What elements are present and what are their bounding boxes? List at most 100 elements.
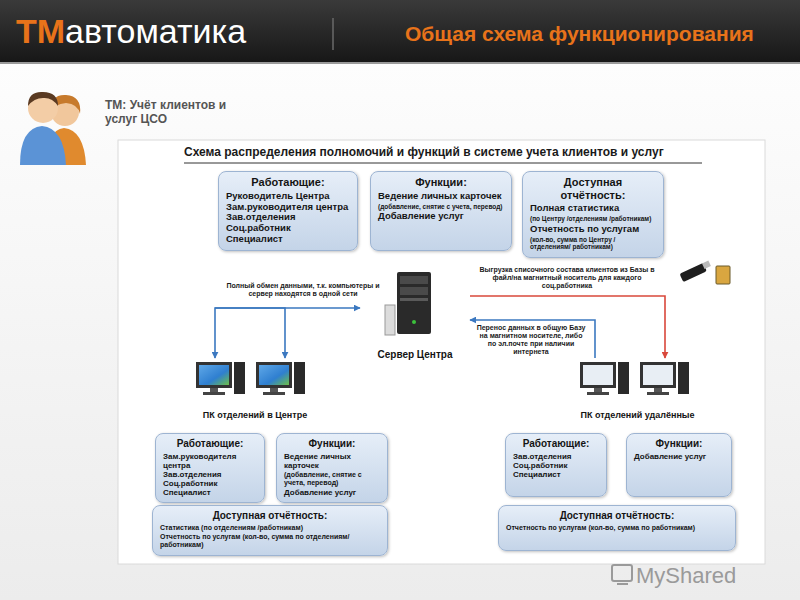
box-text: Зав.отделения	[513, 452, 599, 461]
pc-icons-remote	[618, 362, 629, 394]
box-text: Зам.руководителя центра	[226, 202, 350, 213]
reports-box: Доступная отчётность: Отчетность по услуг…	[498, 505, 736, 551]
header-bar	[0, 0, 800, 62]
content-panel	[184, 163, 702, 164]
logo-text: автоматика	[65, 12, 246, 51]
functions-box: Функции: Ведение личных карточек(добавлен…	[370, 171, 512, 251]
box-text: Статистика (по отделениям /работникам)	[160, 524, 380, 532]
box-heading: Работающие:	[163, 438, 257, 450]
pc-icons-center	[259, 365, 289, 385]
usb-stick	[680, 261, 730, 284]
box-text: ПК отделений в Центре	[203, 410, 307, 420]
box-text: Добавление услуг	[284, 488, 380, 497]
connector	[470, 296, 665, 358]
pc-icons-remote	[678, 362, 689, 394]
box-text: (кол-во, сумма по Центру /отделениям/ ра…	[530, 236, 656, 251]
functions-box: Функции:Добавление услуг	[626, 433, 732, 497]
box-heading: Функции:	[634, 438, 724, 450]
connector	[215, 308, 360, 358]
connector-label: Выгрузка списочного состава клиентов из …	[476, 266, 658, 290]
pc-icons-center	[203, 392, 225, 395]
pc-icons-remote	[580, 362, 689, 395]
pc-icons-center	[234, 362, 245, 394]
pc-icons-remote	[654, 388, 662, 392]
roles-box: Работающие: Руководитель ЦентраЗам.руково…	[218, 171, 358, 251]
people-icon	[20, 126, 66, 165]
pc-icons-remote	[643, 365, 673, 385]
box-text: Зав.отделения	[163, 470, 257, 479]
roles-box: Работающие: Зам.руководителя центраЗав.от…	[155, 433, 265, 503]
pc-icons-center	[196, 362, 232, 388]
box-heading: Работающие:	[513, 438, 599, 450]
pc-icons-center	[270, 388, 278, 392]
pc-icons-center	[263, 392, 285, 395]
box-text: (добавление, снятие с учета, перевод)	[284, 471, 380, 487]
box-text: Отчетность по услугам (кол-во, сумма по …	[160, 533, 380, 549]
box-text: Отчетность по услугам	[530, 224, 656, 235]
people-icon	[28, 92, 58, 106]
functions-box: Функции:Ведение личных карточек(добавлен…	[276, 433, 388, 503]
box-text: Сервер Центра	[378, 349, 453, 361]
box-text: (добавление, снятие с учета, перевод)	[378, 203, 504, 210]
pc-icons-remote	[594, 388, 602, 392]
server-icon	[400, 287, 428, 295]
box-text: (по Центру /отделениям /работникам)	[530, 215, 656, 222]
box-heading: Функции:	[378, 176, 504, 189]
header-bar	[0, 62, 800, 64]
roles-box: Работающие:Зав.отделенияСоц.работникСпец…	[505, 433, 607, 497]
usb-stick	[716, 266, 730, 284]
pc-icons-remote	[587, 392, 609, 395]
connector-branch	[215, 308, 285, 358]
content-panel	[118, 140, 765, 564]
box-text: Добавление услуг	[378, 211, 504, 222]
pc-group: ПК отделений удалённые	[565, 358, 710, 420]
box-text: ПК отделений удалённые	[580, 410, 694, 420]
connector	[470, 320, 595, 358]
pc-icons-center	[210, 388, 218, 392]
box-text: Соц.работник	[163, 479, 257, 488]
box-heading: Доступная отчётность:	[530, 176, 656, 201]
header-bar	[332, 18, 334, 50]
page-title: Общая схема функционирования	[405, 22, 754, 46]
content-panel	[118, 140, 765, 564]
pc-icons-remote	[580, 362, 616, 388]
box-text: Ведение личных карточек	[284, 452, 380, 470]
pc-icons-remote	[640, 362, 676, 388]
watermark-icon	[612, 565, 632, 581]
product-caption: ТМ: Учёт клиентов и услуг ЦСО	[105, 98, 245, 127]
pc-icons-remote	[583, 365, 613, 385]
box-text: Специалист	[163, 488, 257, 497]
box-text: Зав.отделения	[226, 212, 350, 223]
usb-stick	[702, 261, 711, 269]
pc-icons-center	[199, 365, 229, 385]
box-text: Зам.руководителя центра	[163, 452, 257, 470]
box-text: Специалист	[226, 234, 350, 245]
box-text: Специалист	[513, 470, 599, 479]
server-icon	[397, 272, 431, 334]
watermark-icon	[612, 565, 632, 584]
box-heading: Работающие:	[226, 176, 350, 189]
connector-label: Перенос данных в общую Базу на магнитном…	[474, 324, 588, 356]
server-icon	[400, 276, 428, 284]
box-heading: Доступная отчётность:	[160, 510, 380, 522]
usb-stick	[680, 263, 707, 282]
reports-box: Доступная отчётность: Статистика (по отде…	[152, 505, 388, 556]
box-text: Соц.работник	[226, 223, 350, 234]
pc-icons-center	[196, 362, 305, 395]
box-heading: Доступная отчётность:	[506, 510, 728, 522]
server-icon	[385, 305, 395, 335]
box-text: Полная статистика	[530, 203, 656, 214]
connector-label: Полный обмен данными, т.к. компьютеры и …	[218, 282, 388, 298]
pc-icons-remote	[647, 392, 669, 395]
box-text: Отчетность по услугам (кол-во, сумма по …	[506, 524, 728, 532]
logo: TMавтоматика	[16, 12, 246, 51]
reports-box: Доступная отчётность: Полная статистика(п…	[522, 171, 664, 258]
box-text: Ведение личных карточек	[378, 191, 504, 202]
people-icon	[20, 92, 86, 165]
pc-icons-center	[256, 362, 292, 388]
watermark: MyShared	[636, 563, 776, 589]
server-icon	[385, 272, 431, 335]
server-icon	[412, 320, 416, 324]
box-text: Руководитель Центра	[226, 191, 350, 202]
pc-icons-center	[294, 362, 305, 394]
